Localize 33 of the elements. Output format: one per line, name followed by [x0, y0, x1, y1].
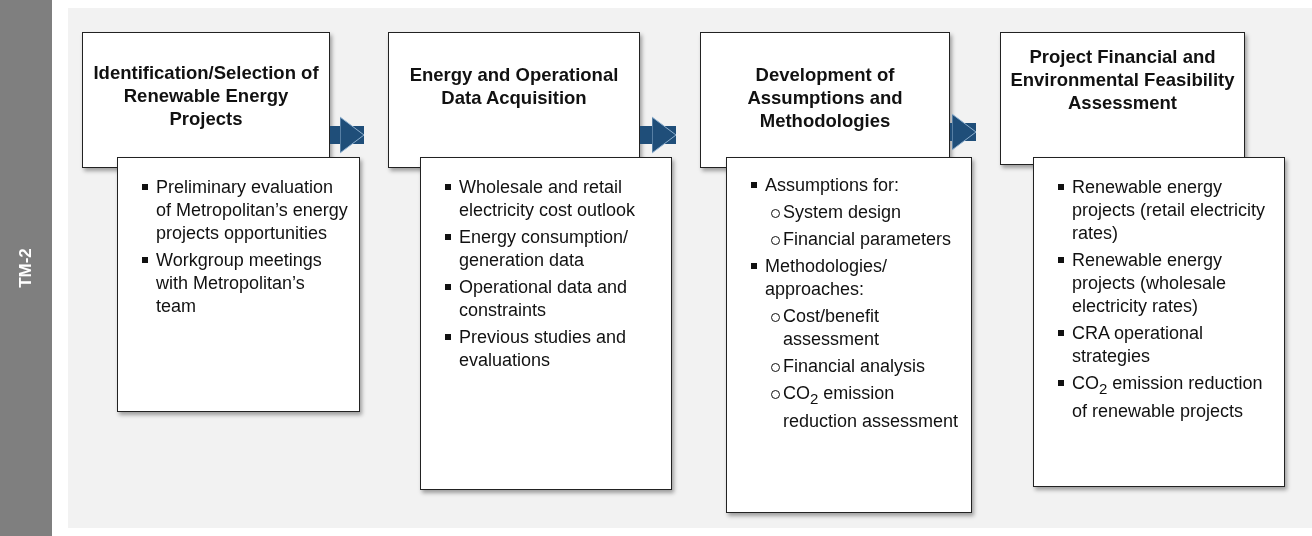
list-item-text: Assumptions for: [765, 174, 900, 197]
side-band [0, 0, 52, 536]
details-box [117, 157, 360, 412]
details-box [1033, 157, 1285, 487]
band-label: TM-2 [16, 248, 36, 288]
list-item-text: Previous studies and evaluations [459, 326, 628, 372]
list-item-text: Renewable energy projects (retail electricity rates) [1072, 176, 1267, 245]
list-item-text: Wholesale and retail electricity cost outlook [459, 176, 637, 222]
details-box [420, 157, 672, 490]
list-item-text: Methodologies/ approaches: [765, 255, 889, 301]
list-item-text: Energy consumption/ generation data [459, 226, 630, 272]
list-item-text: CO$_{2}$ emission reduction assessment [783, 382, 960, 433]
list-item-text: Preliminary evaluation of Metropolitan’s energy projects opportunities [156, 176, 349, 245]
list-item-text: Financial analysis [783, 355, 926, 378]
block-arrow [330, 116, 365, 154]
step-box [700, 32, 950, 168]
list-item-text: CO$_{2}$ emission reduction of renewable projects [1072, 372, 1264, 423]
step-box [82, 32, 330, 168]
list-item-text: System design [783, 201, 902, 224]
step-title: Identification/Selection of Renewable Energy Projects [92, 61, 320, 130]
list-item-text: Renewable energy projects (wholesale electricity rates) [1072, 249, 1228, 318]
step-box [388, 32, 640, 168]
block-arrow [640, 116, 677, 154]
list-item-text: Financial parameters [783, 228, 952, 251]
list-item-text: Cost/benefit assessment [783, 305, 881, 351]
step-box [1000, 32, 1245, 165]
details-box [726, 157, 972, 513]
step-title: Energy and Operational Data Acquisition [408, 63, 620, 109]
list-item-text: Workgroup meetings with Metropolitan’s team [156, 249, 323, 318]
block-arrow [950, 113, 977, 151]
list-item-text: Operational data and constraints [459, 276, 629, 322]
step-title: Development of Assumptions and Methodologies [746, 63, 904, 132]
step-title: Project Financial and Environmental Feasibility Assessment [1009, 45, 1236, 114]
